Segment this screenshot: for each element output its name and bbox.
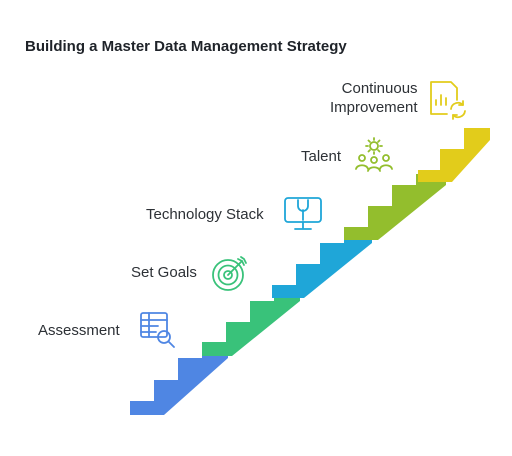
stair-segment-technology-stack bbox=[272, 232, 372, 298]
diagram-title: Building a Master Data Management Strate… bbox=[25, 38, 347, 55]
table-search-icon bbox=[140, 312, 175, 348]
stair-segment-talent bbox=[344, 174, 446, 240]
stair-step-technology-stack bbox=[272, 232, 372, 298]
label-talent: Talent bbox=[301, 148, 342, 165]
stair-step-assessment-1 bbox=[130, 347, 228, 415]
people-gear-icon bbox=[355, 137, 393, 172]
stair-step-continuous-improvement bbox=[418, 128, 490, 182]
stair-segment-set-goals bbox=[202, 290, 300, 356]
target-icon bbox=[212, 256, 247, 291]
stair-step-set-goals bbox=[202, 290, 300, 356]
label-continuous-improvement-line-2: Improvement bbox=[330, 99, 418, 116]
stair-step-talent bbox=[344, 174, 446, 240]
stair-segment-assessment bbox=[130, 347, 228, 415]
chart-refresh-icon bbox=[430, 81, 466, 120]
label-technology-stack: Technology Stack bbox=[146, 206, 264, 223]
label-continuous-improvement: Continuous Improvement bbox=[330, 79, 418, 117]
label-assessment: Assessment bbox=[38, 322, 120, 339]
stair-segment-continuous-improvement bbox=[418, 128, 490, 182]
label-set-goals: Set Goals bbox=[131, 264, 197, 281]
monitor-wrench-icon bbox=[284, 197, 322, 230]
label-continuous-improvement-line-1: Continuous bbox=[341, 80, 418, 97]
